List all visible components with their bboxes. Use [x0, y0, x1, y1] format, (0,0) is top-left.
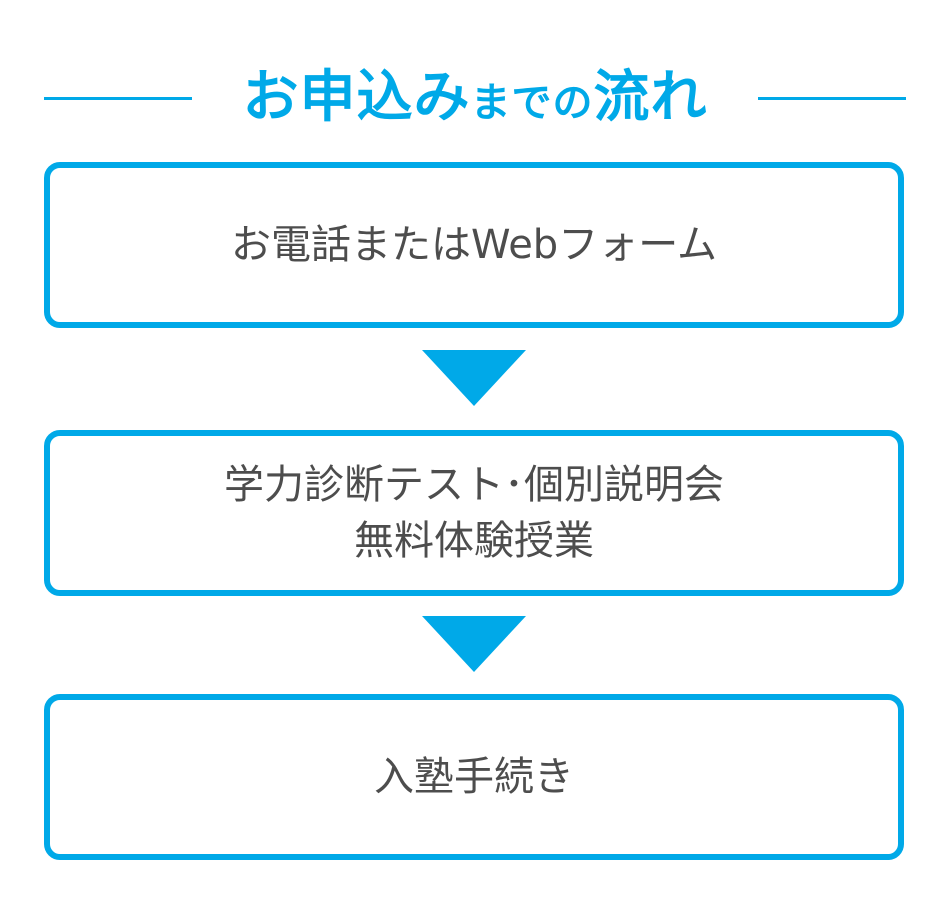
step-1-label: お電話またはWebフォーム [230, 222, 717, 268]
flow-header: お申込みまでの流れ [0, 58, 950, 138]
flow-title-part-3: 流れ [593, 65, 708, 130]
header-rule-left [44, 97, 192, 100]
step-3-label: 入塾手続き [374, 754, 574, 800]
flow-step-2: 学力診断テスト･個別説明会 無料体験授業 [44, 430, 904, 596]
flow-title-part-1: お申込み [242, 65, 471, 130]
flow-step-1: お電話またはWebフォーム [44, 162, 904, 328]
down-arrow-icon [422, 616, 526, 672]
header-rule-right [758, 97, 906, 100]
down-arrow-icon [422, 350, 526, 406]
flow-title-part-2: までの [470, 80, 594, 126]
flow-title: お申込みまでの流れ [200, 58, 750, 138]
step-2-label-line-1: 学力診断テスト･個別説明会 [224, 462, 724, 508]
flow-step-3: 入塾手続き [44, 694, 904, 860]
step-2-label-line-2: 無料体験授業 [354, 518, 594, 564]
